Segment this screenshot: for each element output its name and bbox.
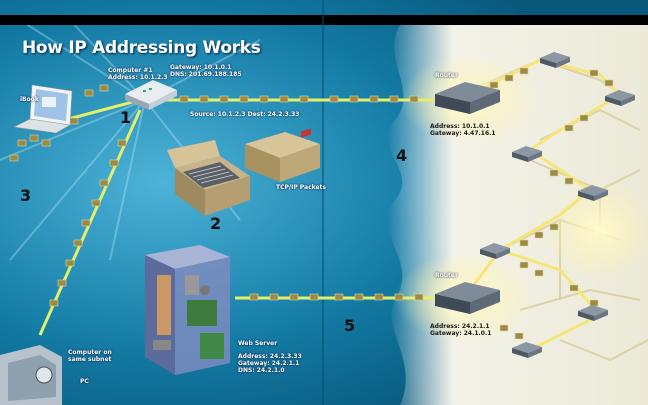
subnet-computer-line2: same subnet	[68, 356, 112, 363]
computer1-name: Computer #1	[108, 67, 153, 74]
top-bar	[0, 15, 648, 25]
gateway-info-label: Gateway: 10.1.0.1 DNS: 201.69.188.185	[170, 64, 242, 78]
ibook-laptop	[13, 84, 73, 134]
packet-network-grid	[489, 67, 614, 340]
packet-stream-bottom	[249, 293, 424, 301]
router-bottom	[435, 282, 500, 314]
subnet-pc	[0, 345, 62, 405]
diagram-title: How IP Addressing Works	[22, 38, 261, 58]
tcpip-packets-label: TCP/IP Packets	[276, 184, 326, 191]
network-routers	[480, 52, 635, 358]
step-5: 5	[344, 316, 356, 335]
gateway-value: Gateway: 10.1.0.1	[170, 64, 232, 71]
step-3: 3	[20, 186, 32, 205]
web-server-name: Web Server	[238, 340, 278, 347]
computer1-label: Computer #1 Address: 10.1.2.3	[108, 67, 168, 81]
dns-value: DNS: 201.69.188.185	[170, 71, 242, 78]
web-server-gateway: Gateway: 24.2.1.1	[238, 360, 300, 367]
router-top-address: Address: 10.1.0.1	[430, 123, 490, 130]
router-bottom-info: Address: 24.2.1.1 Gateway: 24.1.0.1	[430, 323, 491, 337]
hub-switch	[125, 80, 177, 110]
subnet-computer-line1: Computer on	[68, 349, 112, 356]
packet-stream-top	[84, 84, 419, 103]
computer1-address: Address: 10.1.2.3	[108, 74, 168, 81]
subnet-computer-label: Computer on same subnet	[68, 349, 112, 363]
packet-stream-diagonal	[49, 139, 127, 307]
router-top	[435, 82, 500, 114]
router-bottom-address: Address: 24.2.1.1	[430, 323, 490, 330]
router-top-gateway: Gateway: 4.47.16.1	[430, 130, 496, 137]
router-top-name: Router	[435, 72, 458, 79]
router-bottom-gateway: Gateway: 24.1.0.1	[430, 330, 492, 337]
router-top-info: Address: 10.1.0.1 Gateway: 4.47.16.1	[430, 123, 496, 137]
web-server-label: Web Server Address: 24.2.3.33 Gateway: 2…	[238, 340, 302, 374]
step-4: 4	[396, 146, 408, 165]
packet-source-dest: Source: 10.1.2.3 Dest: 24.2.3.33	[190, 111, 300, 118]
router-bottom-name: Router	[435, 272, 458, 279]
web-server-tower	[145, 245, 230, 375]
step-1: 1	[120, 108, 132, 127]
ibook-label: iBook	[20, 96, 39, 103]
step-2: 2	[210, 214, 222, 233]
web-server-address: Address: 24.2.3.33	[238, 353, 302, 360]
tcpip-packet-boxes	[167, 128, 320, 216]
web-server-dns: DNS: 24.2.1.0	[238, 367, 285, 374]
pc-label: PC	[80, 378, 89, 385]
